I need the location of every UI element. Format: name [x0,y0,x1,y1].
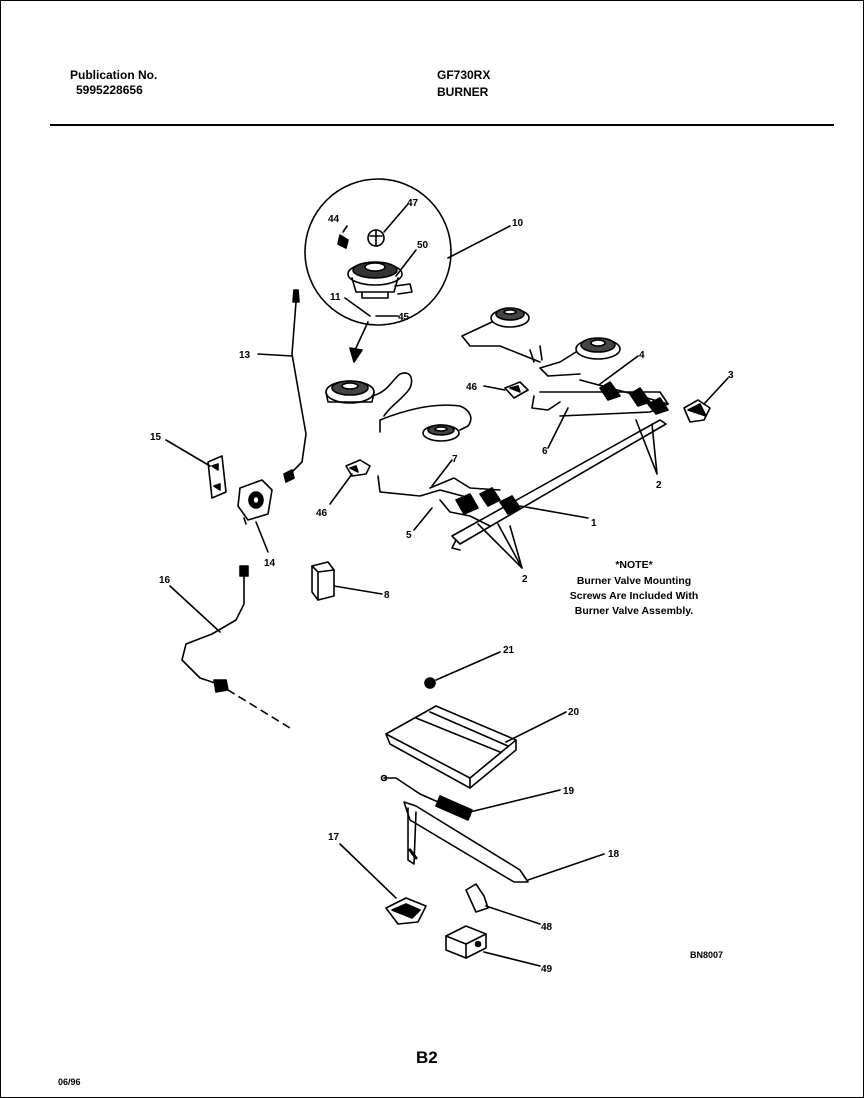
manifold-assembly [377,379,669,551]
leader-4 [599,355,639,385]
part-49-bracket [445,925,541,967]
leader-10 [447,225,511,259]
header-rule [50,124,834,126]
model-number: GF730RX [437,68,491,82]
part-17-base [339,843,427,925]
part-label-20: 20 [568,707,580,718]
part-label-16: 16 [159,575,171,586]
part-15-bracket [165,439,227,499]
part-18-bar [403,801,605,883]
burner-detail-inset [304,178,452,363]
part-label-47: 47 [407,198,419,209]
leader-7 [431,459,453,487]
part-label-17: 17 [328,832,340,843]
part-label-7: 7 [452,454,458,465]
part-46-upper-bracket [483,381,529,399]
part-label-15: 15 [150,432,162,443]
publication-label: Publication No. [70,68,158,82]
part-label-2: 2 [656,480,662,491]
part-label-46: 46 [316,508,328,519]
part-label-11: 11 [330,292,341,303]
part-labels: 1 2 2 3 4 5 6 7 8 10 11 13 14 15 16 17 1… [150,198,734,975]
part-13-tube [257,289,307,483]
part-label-6: 6 [542,446,548,457]
part-3-bracket [683,377,729,423]
part-label-4: 4 [639,350,645,361]
part-label-44: 44 [328,214,340,225]
note-line-1: Burner Valve Mounting [577,575,691,587]
part-48-clip [465,883,541,925]
part-label-13: 13 [239,350,251,361]
publication-number: 5995228656 [76,83,143,97]
note-title: *NOTE* [615,559,653,571]
part-label-19: 19 [563,786,575,797]
page-label: B2 [416,1048,438,1067]
part-label-21: 21 [503,645,515,656]
part-label-48: 48 [541,922,553,933]
part-label-18: 18 [608,849,620,860]
part-21-knob [424,651,501,689]
part-label-1: 1 [591,518,597,529]
leader-6 [547,407,569,449]
part-14-valve [237,479,273,553]
part-label-10: 10 [512,218,524,229]
leader-5 [413,507,433,531]
part-19-electrode [380,774,561,821]
part-label-49: 49 [541,964,553,975]
part-label-46: 46 [466,382,478,393]
footer-code: 06/96 [58,1077,81,1087]
part-20-baffle [385,705,567,789]
note-line-3: Burner Valve Assembly. [575,605,694,617]
part-label-8: 8 [384,590,390,601]
part-label-14: 14 [264,558,276,569]
part-16-gas-line [169,565,291,729]
part-label-5: 5 [406,530,412,541]
leader-1 [519,505,589,519]
part-label-45: 45 [398,312,410,323]
burner-assembly [325,307,621,442]
diagram-code: BN8007 [690,950,723,960]
part-46-lower-clip [329,459,371,505]
leader-2b [477,523,523,569]
note-line-2: Screws Are Included With [570,590,698,602]
part-label-3: 3 [728,370,734,381]
leader-2a [635,419,658,475]
part-8-block [311,561,383,601]
section-title: BURNER [437,85,489,99]
note-block: *NOTE* Burner Valve Mounting Screws Are … [570,559,698,617]
part-label-50: 50 [417,240,429,251]
part-label-2: 2 [522,574,528,585]
